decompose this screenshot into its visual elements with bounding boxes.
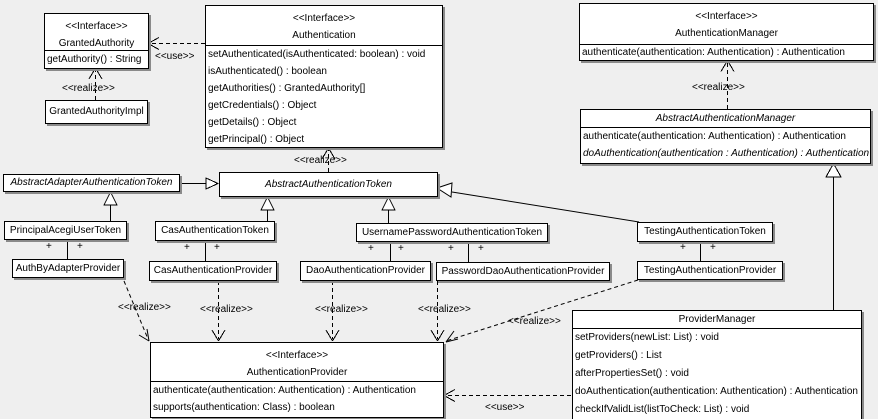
method: authenticate(authentication: Authenticat… bbox=[153, 385, 416, 396]
class-name: CasAuthenticationProvider bbox=[153, 265, 273, 276]
realize-abstractauthenticationmanager-to-authenticationmanager bbox=[720, 60, 735, 109]
multiplicity-label: + bbox=[710, 242, 716, 253]
use-authentication-to-grantedauthority bbox=[147, 37, 205, 50]
class-principal-acegi-user-token: PrincipalAcegiUserToken bbox=[4, 221, 127, 240]
realize-testingprovider-to-authenticationprovider bbox=[445, 279, 639, 343]
class-testing-authentication-provider: TestingAuthenticationProvider bbox=[637, 261, 783, 280]
method: afterPropertiesSet() : void bbox=[575, 368, 689, 379]
class-header: <<Interface>> AuthenticationManager bbox=[580, 4, 873, 45]
generalization-testingtoken-to-abstracttoken bbox=[435, 182, 640, 223]
class-abstract-adapter-authentication-token: AbstractAdapterAuthenticationToken bbox=[3, 174, 180, 192]
class-testing-authentication-token: TestingAuthenticationToken bbox=[637, 222, 773, 242]
class-name: Authentication bbox=[292, 30, 356, 41]
method: getDetails() : Object bbox=[208, 117, 297, 128]
method: setProviders(newList: List) : void bbox=[575, 332, 719, 343]
class-cas-authentication-token: CasAuthenticationToken bbox=[155, 221, 275, 241]
method: supports(authentication: Class) : boolea… bbox=[153, 402, 335, 413]
class-header: <<Interface>> AuthenticationProvider bbox=[151, 343, 443, 382]
generalization-abstractadaptertoken-to-abstracttoken bbox=[179, 177, 220, 190]
class-name: AbstractAdapterAuthenticationToken bbox=[10, 177, 173, 188]
class-granted-authority-impl: GrantedAuthorityImpl bbox=[45, 100, 148, 124]
class-name: GrantedAuthorityImpl bbox=[49, 106, 144, 117]
use-label: <<use>> bbox=[155, 51, 195, 62]
realize-label: <<realize>> bbox=[692, 82, 745, 93]
class-name: PasswordDaoAuthenticationProvider bbox=[441, 266, 605, 277]
class-provider-manager: ProviderManager setProviders(newList: Li… bbox=[572, 310, 862, 419]
use-providermanager-to-authenticationprovider bbox=[443, 389, 571, 402]
multiplicity-label: + bbox=[680, 242, 686, 253]
class-name: CasAuthenticationToken bbox=[161, 225, 269, 236]
realize-passworddaoprovider-to-authenticationprovider bbox=[430, 281, 445, 342]
stereotype: <<Interface>> bbox=[695, 11, 758, 22]
class-name: AuthenticationManager bbox=[675, 28, 778, 39]
realize-label: <<realize>> bbox=[118, 302, 171, 313]
method: getAuthority() : String bbox=[47, 54, 142, 65]
class-dao-authentication-provider: DaoAuthenticationProvider bbox=[300, 261, 431, 281]
class-username-password-authentication-token: UsernamePasswordAuthenticationToken bbox=[356, 223, 548, 242]
realize-grantedauthorityimpl-to-grantedauthority bbox=[88, 67, 103, 100]
class-granted-authority: <<Interface>> GrantedAuthority getAuthor… bbox=[44, 13, 149, 69]
stereotype: <<Interface>> bbox=[265, 350, 329, 361]
multiplicity-label: + bbox=[478, 243, 484, 254]
class-name: AuthenticationProvider bbox=[246, 367, 348, 378]
method: doAuthentication(authentication : Authen… bbox=[583, 148, 870, 159]
multiplicity-label: + bbox=[214, 242, 220, 253]
class-name: ProviderManager bbox=[573, 311, 861, 329]
realize-label: <<realize>> bbox=[418, 304, 471, 315]
method: getCredentials() : Object bbox=[208, 100, 317, 111]
multiplicity-label: + bbox=[448, 243, 454, 254]
class-authentication-provider: <<Interface>> AuthenticationProvider aut… bbox=[150, 342, 444, 418]
stereotype: <<Interface>> bbox=[292, 13, 356, 24]
class-authentication-manager: <<Interface>> AuthenticationManager auth… bbox=[579, 3, 874, 61]
class-password-dao-authentication-provider: PasswordDaoAuthenticationProvider bbox=[436, 262, 610, 281]
multiplicity-label: + bbox=[368, 243, 374, 254]
class-header: <<Interface>> Authentication bbox=[206, 6, 442, 46]
multiplicity-label: + bbox=[398, 243, 404, 254]
realize-authbyadapterprovider-to-authenticationprovider bbox=[123, 280, 150, 342]
method: getProviders() : List bbox=[575, 350, 662, 361]
multiplicity-label: + bbox=[46, 241, 52, 252]
method: isAuthenticated() : boolean bbox=[208, 66, 327, 77]
generalization-principalacegiusertoken-to-abstractadaptertoken bbox=[103, 190, 118, 221]
generalization-providermanager-to-abstractauthenticationmanager bbox=[825, 162, 842, 310]
class-name: DaoAuthenticationProvider bbox=[306, 265, 425, 276]
class-name: TestingAuthenticationProvider bbox=[643, 265, 777, 276]
realize-label: <<realize>> bbox=[294, 155, 347, 166]
method: getPrincipal() : Object bbox=[208, 134, 305, 145]
realize-label: <<realize>> bbox=[62, 83, 115, 94]
class-authentication: <<Interface>> Authentication setAuthenti… bbox=[205, 5, 443, 148]
class-name: AbstractAuthenticationManager bbox=[581, 110, 870, 128]
method: authenticate(authentication: Authenticat… bbox=[583, 131, 846, 142]
class-header: <<Interface>> GrantedAuthority bbox=[45, 14, 148, 51]
method: getAuthorities() : GrantedAuthority[] bbox=[208, 83, 366, 94]
generalization-castoken-to-abstracttoken bbox=[260, 195, 275, 221]
method: doAuthentication(authentication: Authent… bbox=[575, 386, 858, 397]
method: setAuthenticated(isAuthenticated: boolea… bbox=[208, 49, 426, 60]
class-name: UsernamePasswordAuthenticationToken bbox=[361, 227, 543, 238]
method: authenticate(authentication: Authenticat… bbox=[582, 47, 845, 58]
stereotype: <<Interface>> bbox=[65, 21, 128, 32]
class-name: AbstractAuthenticationToken bbox=[265, 179, 392, 190]
class-auth-by-adapter-provider: AuthByAdapterProvider bbox=[12, 259, 124, 278]
multiplicity-label: + bbox=[184, 242, 190, 253]
use-label: <<use>> bbox=[485, 402, 525, 413]
realize-casprovider-to-authenticationprovider bbox=[211, 281, 226, 342]
realize-label: <<realize>> bbox=[315, 304, 368, 315]
class-name: GrantedAuthority bbox=[58, 38, 135, 49]
method: checkIfValidList(listToCheck: List) : vo… bbox=[575, 404, 750, 415]
class-name: TestingAuthenticationToken bbox=[644, 226, 766, 237]
generalization-usernamepasswordtoken-to-abstracttoken bbox=[381, 195, 396, 223]
realize-abstracttoken-to-authentication bbox=[321, 147, 336, 172]
realize-label: <<realize>> bbox=[508, 316, 561, 327]
class-cas-authentication-provider: CasAuthenticationProvider bbox=[149, 261, 277, 281]
realize-label: <<realize>> bbox=[200, 304, 253, 315]
class-abstract-authentication-token: AbstractAuthenticationToken bbox=[219, 172, 438, 197]
realize-daoprovider-to-authenticationprovider bbox=[325, 281, 340, 342]
class-name: AuthByAdapterProvider bbox=[15, 263, 121, 274]
class-abstract-authentication-manager: AbstractAuthenticationManager authentica… bbox=[580, 109, 871, 164]
multiplicity-label: + bbox=[77, 241, 83, 252]
class-name: PrincipalAcegiUserToken bbox=[9, 225, 122, 236]
